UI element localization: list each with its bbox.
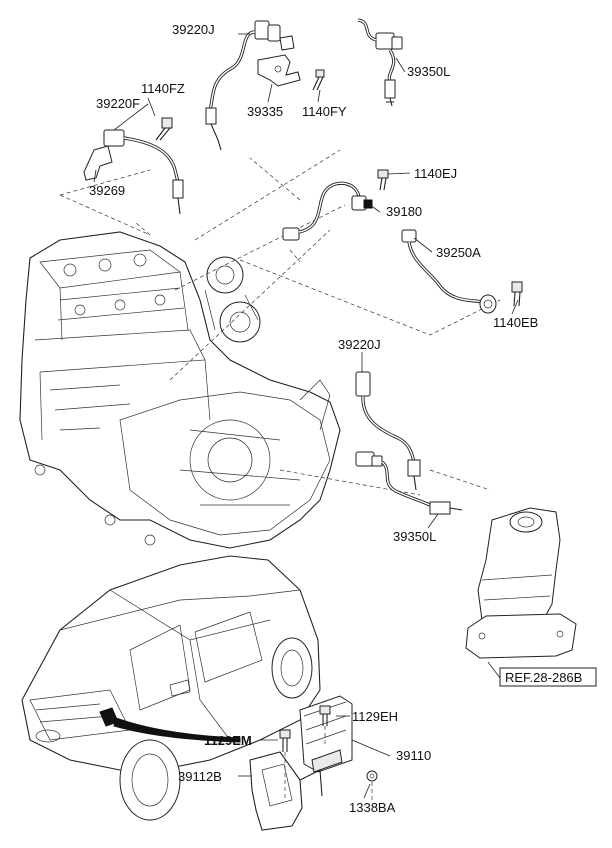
bolt-1140FY <box>312 69 325 91</box>
bracket-39269 <box>83 145 113 181</box>
ecu-39110 <box>299 695 353 773</box>
car-illustration <box>21 555 321 821</box>
label-1129EM: 1129EM <box>204 733 252 748</box>
sensor-39180 <box>282 181 373 241</box>
bracket-39335 <box>257 35 301 87</box>
bolt-1129EM <box>279 729 291 752</box>
sensor-39220J-top <box>205 20 281 151</box>
label-39220J-top: 39220J <box>172 22 215 37</box>
label-39110: 39110 <box>396 748 431 763</box>
bracket-39112B <box>249 751 323 831</box>
sensor-39350L-mid <box>355 451 463 515</box>
label-39112B: 39112B <box>178 769 222 784</box>
reference-callout: REF.28-286B <box>487 661 597 687</box>
bolt-1129EH <box>319 705 331 726</box>
label-39220F: 39220F <box>96 96 140 111</box>
label-1140EB: 1140EB <box>493 315 538 330</box>
bolt-1140EB <box>511 281 523 307</box>
label-39220J-mid: 39220J <box>338 337 381 352</box>
bolt-1140FZ <box>155 117 173 141</box>
catalytic-converter <box>465 507 577 659</box>
label-39350L-top: 39350L <box>407 64 450 79</box>
label-1140FY: 1140FY <box>302 104 347 119</box>
engine-assembly <box>19 231 341 549</box>
label-1140FZ: 1140FZ <box>141 81 185 96</box>
label-39269: 39269 <box>89 183 125 198</box>
label-1338BA: 1338BA <box>349 800 396 815</box>
sensor-39220J-mid <box>355 371 421 491</box>
label-39335: 39335 <box>247 104 283 119</box>
label-1140EJ: 1140EJ <box>414 166 457 181</box>
label-39350L-mid: 39350L <box>393 529 436 544</box>
nut-1338BA <box>366 770 378 782</box>
sensor-39220F <box>103 129 184 215</box>
label-39250A: 39250A <box>436 245 481 260</box>
label-1129EH: 1129EH <box>352 709 398 724</box>
label-39180: 39180 <box>386 204 422 219</box>
label-ref: REF.28-286B <box>505 670 582 685</box>
bolt-1140EJ <box>377 169 389 191</box>
sensor-39250A <box>401 229 497 314</box>
sensor-39350L-top <box>357 18 403 107</box>
